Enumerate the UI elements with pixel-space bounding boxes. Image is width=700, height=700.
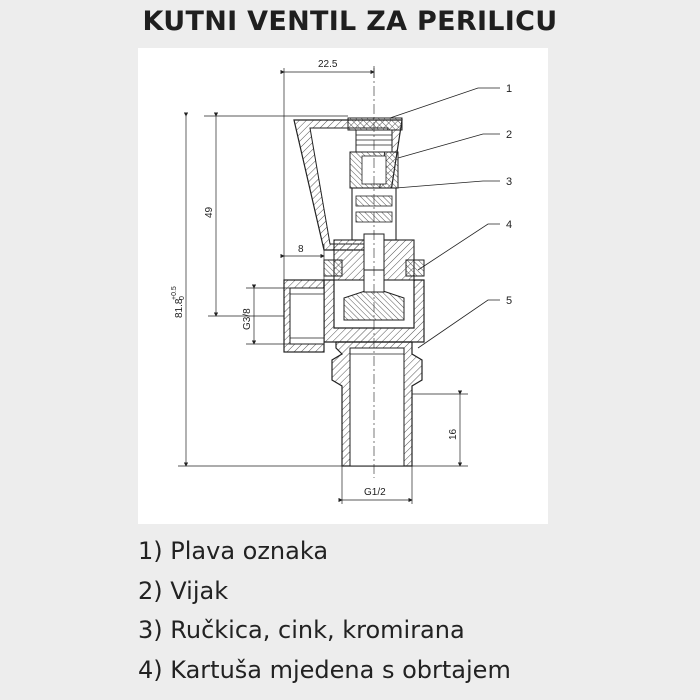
dim-upper-height: 49 bbox=[204, 206, 215, 218]
dim-bottom-thread: G1/2 bbox=[364, 487, 386, 498]
callout-5: 5 bbox=[506, 295, 512, 307]
dim-total-main: 81.8 bbox=[174, 298, 185, 318]
legend-item: 1) Plava oznaka bbox=[138, 537, 329, 565]
outlet-pipe bbox=[331, 341, 423, 467]
dim-top-width: 22.5 bbox=[318, 59, 338, 70]
parts-legend: 1) Plava oznaka 2) Vijak 3) Ručkica, cin… bbox=[138, 532, 678, 690]
callout-2: 2 bbox=[506, 129, 512, 141]
dim-total-sup: +0.5 bbox=[171, 286, 178, 300]
technical-drawing-panel: 22.5 49 81.8 +0.5 0 8 G3/8 16 G1/2 1 2 3… bbox=[138, 48, 548, 524]
page-title: KUTNI VENTIL ZA PERILICU bbox=[142, 6, 558, 37]
dim-total-height: 81.8 +0.5 0 bbox=[171, 286, 186, 318]
dimension-lines bbox=[178, 66, 468, 504]
dim-bottom-height: 16 bbox=[448, 428, 459, 440]
dim-side-thread: G3/8 bbox=[242, 308, 253, 330]
callout-4: 4 bbox=[506, 219, 512, 231]
legend-item: 2) Vijak bbox=[138, 576, 229, 605]
callout-1: 1 bbox=[506, 83, 512, 95]
legend-item: 3) Ručkica, cink, kromirana bbox=[138, 616, 465, 644]
legend-item: 4) Kartuša mjedena s obrtajem bbox=[138, 655, 511, 684]
top-marker-screw bbox=[347, 117, 403, 189]
callout-3: 3 bbox=[506, 176, 512, 188]
dim-side-offset: 8 bbox=[298, 244, 304, 255]
callout-leaders bbox=[389, 87, 500, 349]
side-inlet bbox=[283, 279, 325, 353]
valve-cross-section-drawing: 22.5 49 81.8 +0.5 0 8 G3/8 16 G1/2 1 2 3… bbox=[171, 59, 512, 504]
dim-total-sub: 0 bbox=[179, 296, 186, 300]
